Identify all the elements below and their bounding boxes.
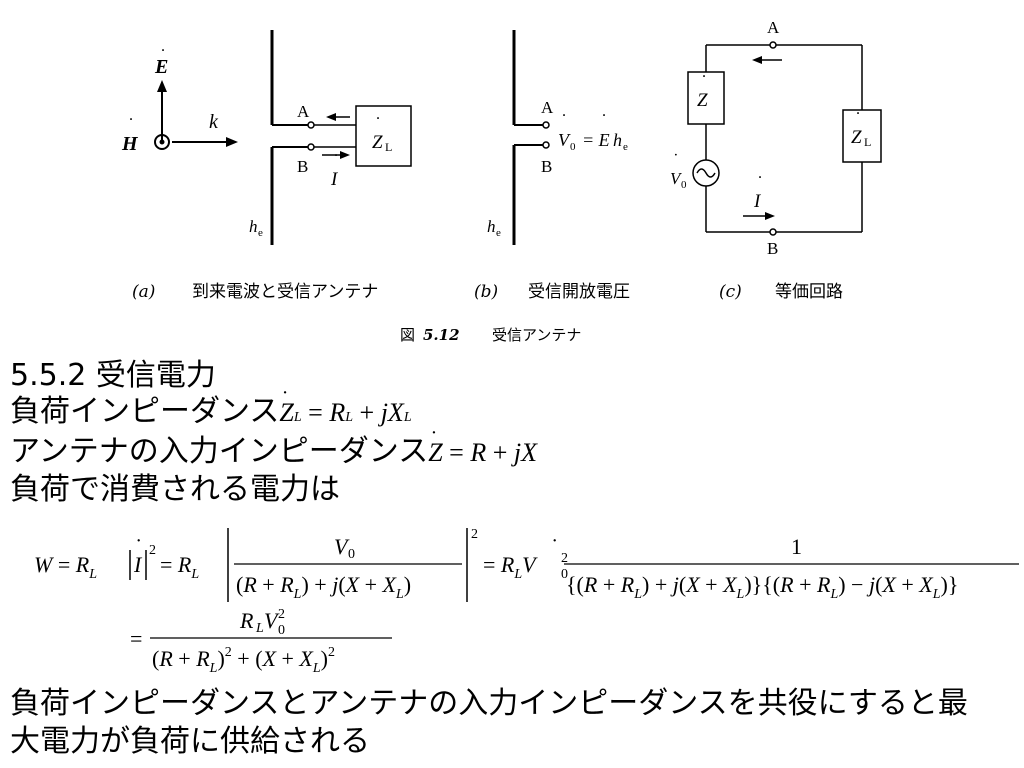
antenna-impedance-label: Z — [697, 90, 708, 111]
figure-caption-prefix: 図 — [400, 326, 415, 344]
figure-5-12: E ˙ H ˙ k A B Z ˙ L I ˙ h e A B V ˙ 0 = … — [121, 18, 882, 344]
svg-text:L: L — [255, 621, 264, 636]
terminal-a-label: A — [767, 18, 780, 37]
svg-text:R: R — [239, 608, 254, 633]
svg-text:=: = — [130, 626, 142, 651]
caption-b-tag: (b) — [474, 282, 498, 302]
effective-height-sub: e — [496, 227, 501, 239]
panel-c — [687, 41, 882, 236]
source-voltage-sub: 0 — [681, 179, 687, 191]
e-field-label: E — [154, 56, 168, 78]
load-impedance-label: Z — [851, 127, 862, 148]
z-dot: ˙ — [701, 71, 707, 91]
figure-caption-number: 5.12 — [423, 326, 460, 344]
svg-text:(R + RL) + j(X + XL): (R + RL) + j(X + XL) — [236, 572, 411, 602]
power-equation-2: = RL V˙ 20 (R + RL)2 + (X + XL)2 — [130, 604, 392, 674]
caption-c-text: 等価回路 — [775, 282, 843, 302]
terminal-b-label: B — [767, 239, 778, 258]
caption-b-text: 受信開放電圧 — [528, 282, 630, 302]
source-voltage-label: V — [670, 169, 683, 188]
panel-a — [154, 30, 412, 245]
svg-text:˙: ˙ — [551, 534, 558, 559]
load-impedance-text: 負荷インピーダンス — [10, 394, 280, 429]
load-impedance-label: Z — [372, 132, 383, 153]
svg-text:= RLV: = RLV — [483, 552, 538, 582]
zl-dot: ˙ — [375, 113, 381, 133]
antenna-impedance-text: アンテナの入力インピーダンス — [10, 434, 429, 469]
load-impedance-line: 負荷インピーダンスZL = RL + jXL — [10, 381, 412, 436]
svg-text:2: 2 — [471, 527, 478, 542]
svg-text:W = RL: W = RL — [34, 552, 97, 582]
effective-height-label: h — [487, 217, 496, 236]
terminal-b-label: B — [297, 157, 308, 176]
conclusion-line-2: 大電力が負荷に供給される — [10, 724, 370, 759]
conclusion-line-1: 負荷インピーダンスとアンテナの入力インピーダンスを共役にすると最 — [10, 686, 968, 721]
h-dot: ˙ — [128, 114, 134, 134]
terminal-a-label: A — [541, 98, 554, 117]
e-dot: ˙ — [160, 45, 166, 65]
open-voltage-eq: = E — [582, 130, 610, 150]
antenna-impedance-line: アンテナの入力インピーダンスZ = R + jX — [10, 421, 537, 471]
caption-a-tag: (a) — [132, 282, 155, 302]
svg-text:V: V — [264, 608, 280, 633]
svg-text:1: 1 — [791, 534, 802, 559]
effective-height-label: h — [249, 217, 258, 236]
panel-b — [512, 30, 550, 245]
load-impedance-symbol: Z — [279, 381, 293, 431]
open-voltage-sub: 0 — [570, 141, 576, 153]
svg-text:2: 2 — [149, 543, 156, 558]
zl-dot: ˙ — [855, 108, 861, 128]
load-impedance-sub: L — [864, 135, 871, 149]
caption-a-text: 到来電波と受信アンテナ — [192, 282, 378, 302]
svg-text:V: V — [334, 534, 350, 559]
effective-height-sub: e — [258, 227, 263, 239]
open-voltage-label: V — [558, 130, 571, 150]
svg-text:˙: ˙ — [336, 524, 343, 541]
svg-text:0: 0 — [278, 623, 285, 638]
v-dot: ˙ — [673, 150, 679, 169]
svg-text:= RL: = RL — [160, 552, 199, 582]
i-dot: ˙ — [757, 172, 763, 192]
e-dot: ˙ — [601, 110, 607, 130]
svg-text:0: 0 — [561, 567, 568, 582]
svg-text:I: I — [133, 552, 143, 577]
svg-text:2: 2 — [561, 551, 568, 566]
svg-text:{(R + RL) + j(X + XL)}{(R + RL: {(R + RL) + j(X + XL)}{(R + RL) − j(X + … — [566, 572, 958, 602]
figure-caption-title: 受信アンテナ — [492, 326, 581, 344]
terminal-b-label: B — [541, 157, 552, 176]
antenna-impedance-symbol: Z — [428, 421, 442, 471]
i-dot: ˙ — [333, 150, 339, 170]
height-sub: e — [623, 141, 628, 153]
v-dot: ˙ — [561, 110, 567, 130]
h-field-label: H — [121, 133, 139, 155]
svg-text:2: 2 — [278, 607, 285, 622]
k-label: k — [209, 111, 219, 133]
section-heading: 5.5.2 受信電力 — [10, 358, 216, 393]
terminal-a-label: A — [297, 102, 310, 121]
power-equation-1: W = RL I ˙ 2 = RL V˙0 (R + RL) + j(X + X… — [34, 524, 1019, 602]
current-label: I — [330, 169, 339, 190]
svg-text:˙: ˙ — [135, 534, 142, 559]
height-label: h — [613, 130, 622, 150]
power-intro-line: 負荷で消費される電力は — [10, 472, 340, 507]
svg-text:0: 0 — [348, 547, 355, 562]
current-label: I — [753, 191, 762, 212]
caption-c-tag: (c) — [719, 282, 742, 302]
load-impedance-sub: L — [385, 140, 392, 154]
svg-text:˙: ˙ — [266, 604, 273, 615]
svg-text:(R + RL)2 + (X + XL)2: (R + RL)2 + (X + XL)2 — [152, 645, 335, 674]
